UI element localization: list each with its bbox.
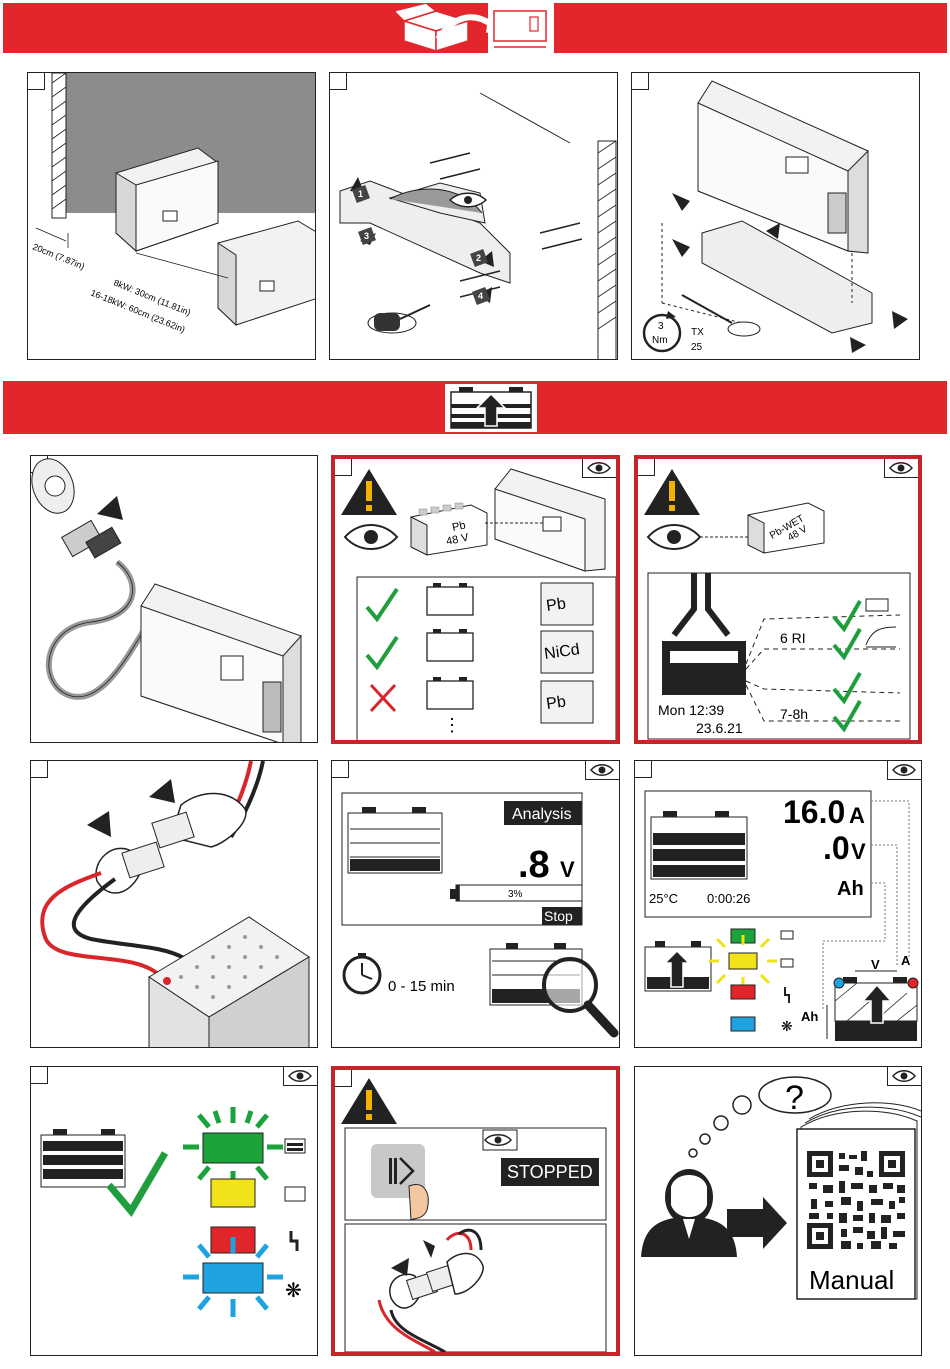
meter-a-label: A [901, 953, 911, 968]
panel-mains-plug [30, 455, 318, 743]
meter-v-label: V [871, 957, 880, 972]
led-blue [203, 1263, 263, 1293]
clearance-side-label: 20cm (7.87in) [31, 242, 86, 272]
fault-icon [785, 987, 789, 1003]
hanging-illustration: 3 Nm TX 25 [632, 73, 920, 360]
callout-3: 3 [364, 231, 369, 241]
clock-time: Mon 12:39 [658, 702, 724, 718]
charge-voltage-unit: V [851, 839, 866, 864]
panel-charging: 16.0 A .0 V Ah 25°C 0:00:26 ❋ [634, 760, 922, 1048]
panel-charge-complete: ❋ [30, 1066, 318, 1356]
person-icon [641, 1169, 737, 1257]
charge-current-value: 16.0 [783, 794, 845, 830]
elapsed-time: 0:00:26 [707, 891, 750, 906]
charge-complete-illustration: ❋ [31, 1067, 318, 1356]
torque-value: 3 [658, 321, 664, 332]
battery-check-illustration: Pb 48 V ⋮ Pb NiCd Pb [335, 459, 616, 740]
tool-size-line2: 25 [691, 342, 703, 353]
led-yellow [211, 1179, 255, 1207]
qr-code-icon [807, 1151, 905, 1249]
charge-characteristic: 6 RI [780, 630, 806, 646]
battery-meter-diagram [827, 971, 918, 1041]
manual-illustration: ? [635, 1067, 922, 1356]
snowflake-icon: ❋ [285, 1280, 302, 1302]
clock-date: 23.6.21 [696, 720, 743, 736]
analysis-voltage-value: .8 [518, 844, 550, 886]
callout-1: 1 [358, 189, 363, 199]
charging-banner [3, 381, 947, 434]
type-pb-1: Pb [545, 595, 567, 615]
panel-mounting: 1 2 3 4 [329, 72, 618, 360]
magnifier-icon [544, 959, 614, 1033]
stopped-label: STOPPED [507, 1162, 593, 1182]
callout-4: 4 [478, 291, 483, 301]
unpack-box-icon [396, 3, 556, 53]
callout-2: 2 [476, 253, 481, 263]
unpacking-banner [3, 3, 947, 53]
stop-charging-illustration: STOPPED [335, 1070, 616, 1352]
more-types-ellipsis: ⋮ [443, 715, 461, 735]
clearance-illustration: 20cm (7.87in) 8kW: 30cm (11.81in) 16-18k… [28, 73, 316, 360]
analysis-voltage-unit: V [560, 857, 575, 882]
analysis-illustration: Analysis .8 V 3% Stop 0 - 15 min [332, 761, 620, 1048]
status-label: Analysis [512, 806, 572, 823]
panel-clearance: 20cm (7.87in) 8kW: 30cm (11.81in) 16-18k… [27, 72, 316, 360]
charge-ah-unit: Ah [837, 878, 864, 900]
status-led-group [709, 929, 777, 1031]
mains-plug-illustration [31, 456, 318, 743]
panel-stop-charging: STOPPED [331, 1066, 620, 1356]
stopwatch-icon [344, 953, 380, 993]
panel-analysis: Analysis .8 V 3% Stop 0 - 15 min [331, 760, 620, 1048]
meter-ah-label: Ah [801, 1009, 818, 1024]
panel-charge-curve: Pb-WET 48 V Mon 12:39 23.6.21 6 RI 7-8h [634, 455, 922, 744]
manual-label: Manual [809, 1265, 894, 1295]
charge-voltage-value: .0 [823, 830, 850, 866]
mounting-illustration: 1 2 3 4 [330, 73, 618, 360]
analysis-duration: 0 - 15 min [388, 978, 455, 995]
stop-label: Stop [544, 908, 573, 924]
battery-connect-illustration [31, 761, 318, 1048]
battery-charge-icon [445, 384, 537, 432]
panel-manual: ? [634, 1066, 922, 1356]
analysis-progress-fill [456, 885, 460, 901]
charge-duration: 7-8h [780, 706, 808, 722]
panel-hanging: 3 Nm TX 25 [631, 72, 920, 360]
analysis-progress-text: 3% [508, 889, 523, 900]
panel-battery-check: Pb 48 V ⋮ Pb NiCd Pb [331, 455, 620, 744]
torque-unit: Nm [652, 335, 668, 346]
question-mark: ? [785, 1079, 804, 1117]
panel-battery-connect [30, 760, 318, 1048]
led-green [203, 1133, 263, 1163]
charging-illustration: 16.0 A .0 V Ah 25°C 0:00:26 ❋ [635, 761, 922, 1048]
battery-temperature: 25°C [649, 891, 678, 906]
charge-curve-illustration: Pb-WET 48 V Mon 12:39 23.6.21 6 RI 7-8h [638, 459, 918, 740]
snowflake-icon: ❋ [781, 1018, 793, 1034]
charge-current-unit: A [849, 803, 865, 828]
tool-size-line1: TX [691, 327, 704, 338]
fault-icon [291, 1231, 297, 1251]
type-pb-2: Pb [545, 693, 567, 713]
